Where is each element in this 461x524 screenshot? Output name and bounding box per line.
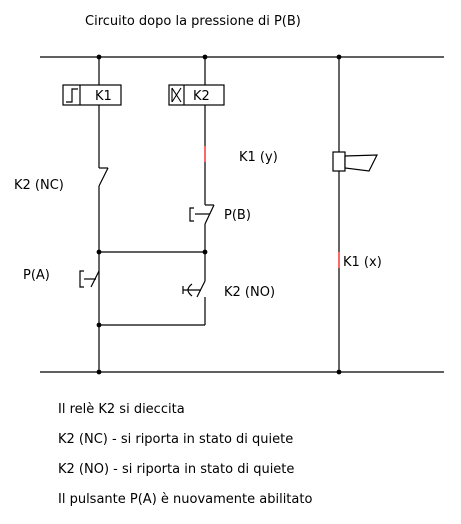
- relay-k1-coil: K1: [62, 84, 122, 106]
- relay-k2-coil: K2: [168, 84, 225, 106]
- k2-nc-contact: [98, 167, 109, 187]
- k1-x-label: K1 (x): [343, 255, 382, 270]
- delay-icon: [66, 88, 78, 103]
- relay-k2-label: K2: [193, 89, 210, 104]
- junction-dot: [96, 249, 102, 255]
- note-3: K2 (NO) - si riporta in stato di quiete: [58, 462, 295, 477]
- note-2: K2 (NC) - si riporta in stato di quiete: [58, 432, 294, 447]
- note-4: Il pulsante P(A) è nuovamente abilitato: [58, 492, 313, 507]
- release-delay-icon: [171, 87, 182, 103]
- note-1: Il relè K2 si dieccita: [58, 402, 185, 417]
- junction-dot: [96, 322, 102, 328]
- pa-label: P(A): [23, 268, 50, 283]
- pb-label: P(B): [224, 208, 251, 223]
- diagram-title: Circuito dopo la pressione di P(B): [85, 14, 301, 29]
- k2-nc-label: K2 (NC): [14, 178, 64, 193]
- relay-k1-label: K1: [95, 89, 112, 104]
- k2-no-label: K2 (NO): [224, 285, 275, 300]
- pa-pushbutton: [79, 270, 100, 288]
- k2-no-contact: [182, 280, 206, 298]
- horn-icon: [332, 151, 378, 172]
- pb-pushbutton: [189, 204, 215, 225]
- k1-y-label: K1 (y): [239, 150, 278, 165]
